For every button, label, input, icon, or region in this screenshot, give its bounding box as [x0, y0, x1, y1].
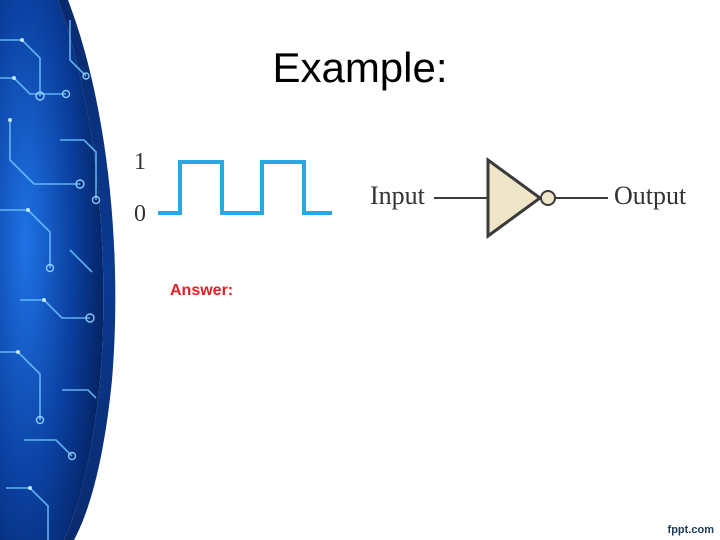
- square-waveform: [158, 160, 332, 215]
- gate-input-label: Input: [370, 181, 425, 210]
- answer-label: Answer:: [170, 282, 234, 299]
- gate-output-label: Output: [614, 181, 687, 210]
- inversion-bubble: [540, 190, 556, 206]
- slide-title: Example:: [272, 44, 448, 91]
- high-level-label: 1: [134, 149, 146, 175]
- low-level-label: 0: [134, 201, 146, 227]
- fppt-watermark: fppt.com: [667, 524, 714, 536]
- waveform-trace: [158, 160, 332, 215]
- not-gate: [434, 157, 608, 239]
- gate-triangle: [486, 157, 543, 239]
